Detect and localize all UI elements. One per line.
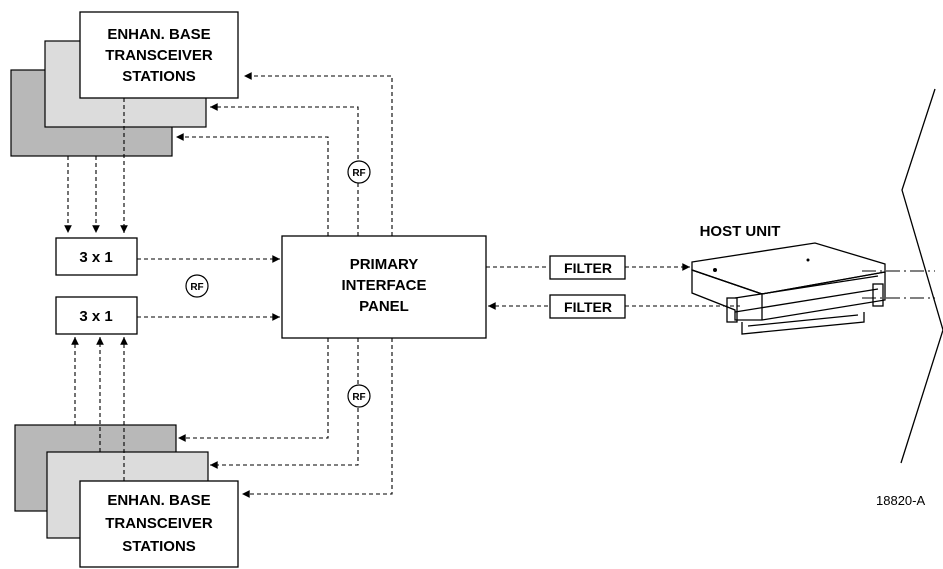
panel-to-bts-top-paths [176, 72, 393, 236]
rf-label-middle: RF [190, 282, 203, 293]
panel-line1: PRIMARY [350, 256, 419, 273]
bts-top-to-combiner-arrows [64, 98, 128, 233]
bts-bottom-box [79, 480, 239, 568]
bts-top-box [79, 11, 239, 99]
panel-line2: INTERFACE [341, 277, 426, 294]
return-path-top-3 [176, 133, 329, 236]
bts-stack-bottom: ENHAN. BASE TRANSCEIVER STATIONS [14, 424, 239, 568]
combiner-top-label: 3 x 1 [79, 249, 112, 266]
filter-top-label: FILTER [564, 260, 612, 276]
combiner-bottom-label: 3 x 1 [79, 308, 112, 325]
rf-marker-middle: RF [185, 274, 209, 298]
host-unit-drawing [691, 242, 886, 335]
rf-marker-top: RF [347, 160, 371, 184]
rf-marker-bottom: RF [347, 384, 371, 408]
bts-bottom-to-combiner-arrows [71, 337, 128, 481]
return-path-bottom-3 [242, 338, 393, 498]
boundary-lines [900, 88, 943, 464]
panel-line3: PANEL [359, 298, 409, 315]
combiner-bottom: 3 x 1 [55, 296, 138, 335]
combiner-top: 3 x 1 [55, 237, 138, 276]
rf-label-top: RF [352, 168, 365, 179]
return-path-top-1 [244, 72, 393, 236]
panel-box [281, 235, 487, 339]
filter-bottom: FILTER [549, 294, 626, 319]
bts-top-line3: STATIONS [122, 68, 196, 85]
panel-to-bts-bottom-paths [178, 338, 393, 498]
host-unit-label: HOST UNIT [700, 223, 781, 240]
return-path-bottom-1 [178, 338, 329, 442]
bts-bottom-line3: STATIONS [122, 538, 196, 555]
return-path-bottom-2 [210, 338, 359, 469]
filter-bottom-label: FILTER [564, 299, 612, 315]
bts-stack-top: ENHAN. BASE TRANSCEIVER STATIONS [10, 11, 239, 157]
primary-interface-panel: PRIMARY INTERFACE PANEL [281, 235, 487, 339]
combiner-bottom-box [55, 296, 138, 335]
bts-bottom-line2: TRANSCEIVER [105, 515, 213, 532]
figure-id: 18820-A [876, 493, 925, 508]
combiner-top-box [55, 237, 138, 276]
rf-label-bottom: RF [352, 392, 365, 403]
bts-bottom-line1: ENHAN. BASE [107, 492, 210, 509]
bts-top-line2: TRANSCEIVER [105, 47, 213, 64]
return-path-top-2 [210, 103, 359, 236]
bts-top-line1: ENHAN. BASE [107, 26, 210, 43]
filter-top: FILTER [549, 255, 626, 280]
